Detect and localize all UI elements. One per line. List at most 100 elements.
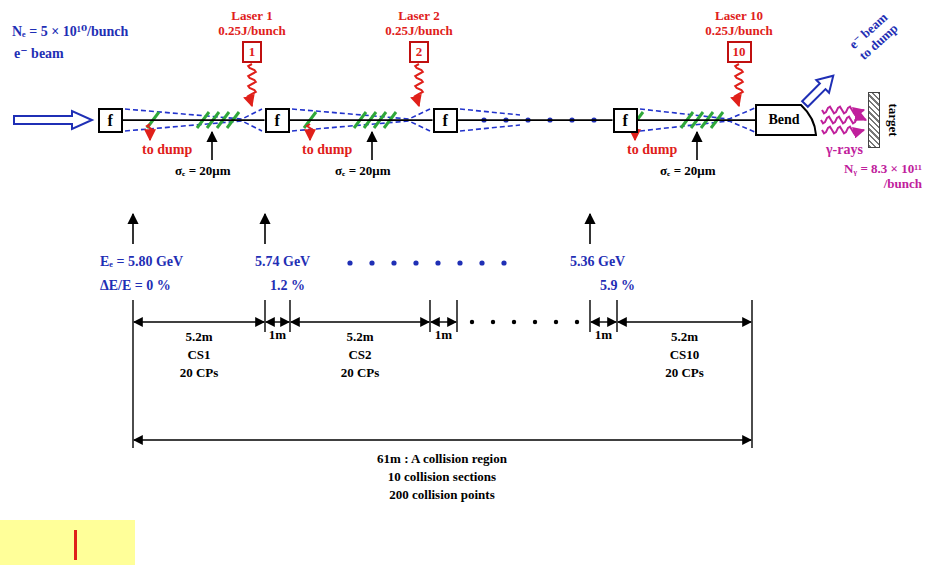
- pointer-arrow: [371, 132, 373, 160]
- laser-box: Laser 10 0.25J/bunch10: [727, 41, 752, 63]
- node-text: Bend: [755, 104, 817, 136]
- laser-dump: [147, 124, 153, 140]
- laser-box: Laser 2 0.25J/bunch2: [409, 41, 429, 63]
- focus-box: f: [433, 108, 458, 133]
- ellipsis-dots: [470, 320, 579, 324]
- highlight-patch: [0, 520, 135, 565]
- dot: [347, 260, 352, 265]
- dump-label: to dump: [302, 142, 352, 158]
- dimension-label: 5.2m: [671, 330, 698, 345]
- pointer-arrow: [132, 214, 134, 244]
- dimension-lines: [133, 300, 752, 448]
- dot: [479, 260, 484, 265]
- dimension-tick: [616, 300, 617, 332]
- bunch-count: Nₑ = 5 × 10¹⁰/bunch: [12, 24, 128, 40]
- energy-label: 5.36 GeV: [570, 254, 625, 270]
- dimension-arrow: [134, 321, 264, 322]
- dimension-tick: [456, 300, 457, 332]
- beam-label: e⁻ beam: [14, 46, 64, 62]
- node-text: 1: [248, 44, 256, 60]
- dot: [491, 320, 495, 324]
- region-label: 61m : A collision region: [377, 452, 507, 467]
- dot: [435, 260, 440, 265]
- beam-line: [123, 119, 265, 121]
- energy-label: 5.74 GeV: [255, 254, 310, 270]
- region-label: 10 collision sections: [388, 470, 496, 485]
- dot: [470, 320, 474, 324]
- beam-size: σₑ = 20μm: [660, 164, 716, 179]
- gamma-ray: [822, 127, 864, 134]
- beam-size: σₑ = 20μm: [335, 164, 391, 179]
- photon-count: Nᵧ = 8.3 × 10¹¹ /bunch: [826, 162, 922, 192]
- laser-beam: [735, 64, 743, 106]
- dimension-arrow: [618, 321, 751, 322]
- dimension-arrow: [591, 321, 616, 322]
- dump-label: to dump: [142, 142, 192, 158]
- spread-label: 5.9 %: [600, 278, 635, 294]
- dimension-tick: [429, 300, 430, 332]
- dimension-arrow: [134, 439, 751, 440]
- section-label: CS2: [348, 348, 371, 363]
- node-text: f: [108, 111, 113, 130]
- dimension-tick: [589, 300, 590, 332]
- laser-box: Laser 1 0.25J/bunch1: [242, 41, 262, 63]
- laser-label: Laser 10 0.25J/bunch: [703, 9, 775, 39]
- beam-line: [458, 119, 613, 121]
- highlight-mark: [74, 530, 77, 560]
- laser-beam: [415, 64, 423, 106]
- laser-label: Laser 1 0.25J/bunch: [216, 9, 288, 39]
- pointer-arrow: [589, 214, 591, 244]
- node-text: f: [443, 111, 448, 130]
- dimension-label: 1m: [435, 328, 452, 343]
- dot: [391, 260, 396, 265]
- bend-shape: [756, 105, 816, 135]
- bend-magnet: Bend: [755, 104, 817, 136]
- points-label: 20 CPs: [665, 366, 704, 381]
- dimension-label: 5.2m: [346, 330, 373, 345]
- dot: [501, 260, 506, 265]
- pointer-arrow: [264, 214, 266, 244]
- beam-line: [290, 119, 433, 121]
- laser-beam: [248, 64, 256, 106]
- pointer-arrow: [696, 132, 698, 160]
- energy-label: Eₑ = 5.80 GeV: [100, 254, 183, 270]
- node-text: f: [275, 111, 280, 130]
- laser-label: Laser 2 0.25J/bunch: [383, 9, 455, 39]
- node-text: target: [885, 103, 901, 136]
- dimension-tick: [132, 300, 133, 448]
- dot: [575, 320, 579, 324]
- gamma-ray: [821, 117, 866, 124]
- ellipsis-dots: [347, 117, 596, 265]
- dump-arrow: [799, 69, 840, 110]
- dimension-arrow: [291, 321, 429, 322]
- region-label: 200 collision points: [389, 488, 494, 503]
- dot: [512, 320, 516, 324]
- focus-box: f: [265, 108, 290, 133]
- gamma-label: γ-rays: [826, 142, 863, 158]
- dimension-label: 1m: [595, 328, 612, 343]
- node-text: 2: [415, 44, 423, 60]
- beam-arrow: [14, 111, 92, 129]
- points-label: 20 CPs: [180, 366, 219, 381]
- dimension-tick: [264, 300, 265, 332]
- beam-size: σₑ = 20μm: [175, 164, 231, 179]
- dot: [457, 260, 462, 265]
- spread-label: 1.2 %: [270, 278, 305, 294]
- spread-label: ΔE/E = 0 %: [100, 278, 171, 294]
- pointer-arrows: [133, 132, 697, 244]
- gamma-ray: [822, 107, 864, 114]
- beam-line: [638, 119, 755, 121]
- focus-box: f: [613, 108, 638, 133]
- focus-box: f: [98, 108, 123, 133]
- dump-label: to dump: [627, 142, 677, 158]
- pointer-arrow: [211, 132, 213, 160]
- section-label: CS10: [670, 348, 700, 363]
- dot: [554, 320, 558, 324]
- laser-dump: [307, 124, 313, 140]
- dimension-tick: [289, 300, 290, 332]
- dot: [369, 260, 374, 265]
- dimension-arrow: [266, 321, 289, 322]
- dimension-arrow: [431, 321, 456, 322]
- points-label: 20 CPs: [341, 366, 380, 381]
